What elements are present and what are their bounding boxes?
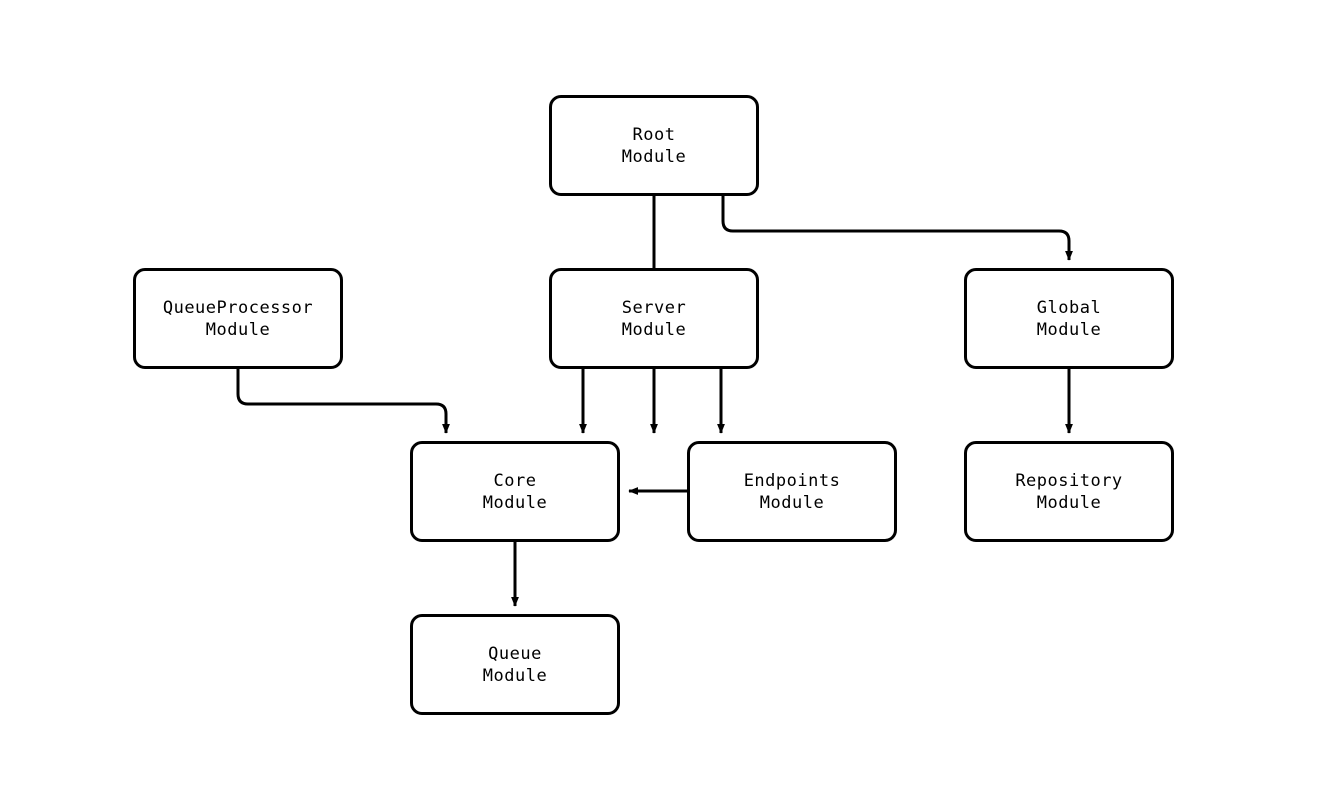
node-server-module-line1: Server <box>621 297 687 318</box>
node-queueprocessor-module-line2: Module <box>205 319 271 340</box>
node-queue-module-line2: Module <box>482 665 548 686</box>
node-queue-module[interactable]: Queue Module <box>410 614 620 715</box>
node-global-module-line2: Module <box>1036 319 1102 340</box>
node-core-module[interactable]: Core Module <box>410 441 620 542</box>
node-queueprocessor-module-line1: QueueProcessor <box>162 297 314 318</box>
node-endpoints-module-line1: Endpoints <box>743 470 841 491</box>
node-root-module[interactable]: Root Module <box>549 95 759 196</box>
node-core-module-line2: Module <box>482 492 548 513</box>
node-root-module-line1: Root <box>632 124 676 145</box>
node-server-module[interactable]: Server Module <box>549 268 759 369</box>
node-server-module-line2: Module <box>621 319 687 340</box>
node-queue-module-line1: Queue <box>488 643 542 664</box>
node-core-module-line1: Core <box>493 470 537 491</box>
node-queueprocessor-module[interactable]: QueueProcessor Module <box>133 268 343 369</box>
edge-root-to-global <box>721 196 1073 261</box>
node-endpoints-module-line2: Module <box>759 492 825 513</box>
edge-queueprocessor-to-core <box>236 369 450 434</box>
node-global-module-line1: Global <box>1036 297 1102 318</box>
node-global-module[interactable]: Global Module <box>964 268 1174 369</box>
node-repository-module-line2: Module <box>1036 492 1102 513</box>
node-repository-module[interactable]: Repository Module <box>964 441 1174 542</box>
node-repository-module-line1: Repository <box>1015 470 1123 491</box>
node-root-module-line2: Module <box>621 146 687 167</box>
node-endpoints-module[interactable]: Endpoints Module <box>687 441 897 542</box>
